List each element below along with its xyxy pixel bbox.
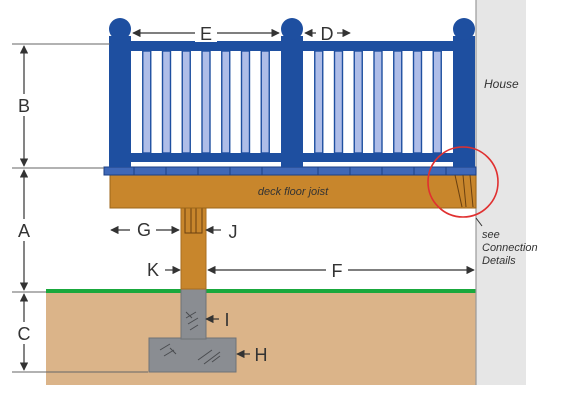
baluster (353, 50, 363, 154)
baluster (221, 50, 231, 154)
baluster (412, 50, 423, 154)
baluster (161, 50, 172, 154)
rail-post-right (453, 36, 475, 167)
label-C-bg (14, 322, 34, 344)
rail-post-middle (281, 36, 303, 167)
connection-highlight-circle (427, 146, 499, 218)
baluster (333, 50, 344, 154)
label-E: E (200, 24, 212, 44)
ledger-connection (454, 174, 474, 208)
post-cap-left (109, 18, 131, 40)
label-F-bg (326, 261, 348, 279)
label-B: B (18, 96, 30, 116)
soil-layer (46, 292, 476, 385)
house-label: House (484, 77, 519, 91)
baluster (201, 50, 211, 154)
rail-post-left (109, 36, 131, 167)
baluster (314, 50, 324, 154)
callout-details: Details (482, 255, 516, 267)
label-J: J (229, 222, 238, 242)
label-G: G (137, 220, 151, 240)
deck-floor-joist-label: deck floor joist (258, 186, 329, 198)
label-C: C (18, 324, 31, 344)
deck-boards (103, 166, 477, 176)
label-H: H (255, 345, 268, 365)
label-E-bg (195, 24, 217, 42)
baluster (142, 50, 152, 154)
grass-line (46, 289, 476, 293)
baluster (432, 50, 442, 154)
label-A-bg (14, 219, 34, 241)
footing-hatch (159, 343, 221, 365)
pier-hatch (185, 311, 199, 331)
baluster (373, 50, 383, 154)
balusters (142, 50, 442, 154)
callout-see: see (482, 229, 500, 241)
post-cap-right (453, 18, 475, 40)
label-D: D (321, 24, 334, 44)
label-I: I (224, 310, 229, 330)
post-cap-middle (281, 18, 303, 40)
vertical-dimension-guides (12, 43, 148, 373)
baluster (393, 50, 403, 154)
baluster (240, 50, 251, 154)
callout-pointer (475, 217, 483, 227)
concrete-footing (148, 337, 237, 373)
baluster (181, 50, 191, 154)
house-wall (476, 0, 526, 385)
label-K: K (147, 260, 159, 280)
label-B-bg (14, 94, 34, 116)
label-F: F (332, 261, 343, 281)
baluster (260, 50, 270, 154)
label-A: A (18, 221, 30, 241)
deck-board-seams (133, 167, 447, 175)
callout-connection: Connection (482, 242, 538, 254)
